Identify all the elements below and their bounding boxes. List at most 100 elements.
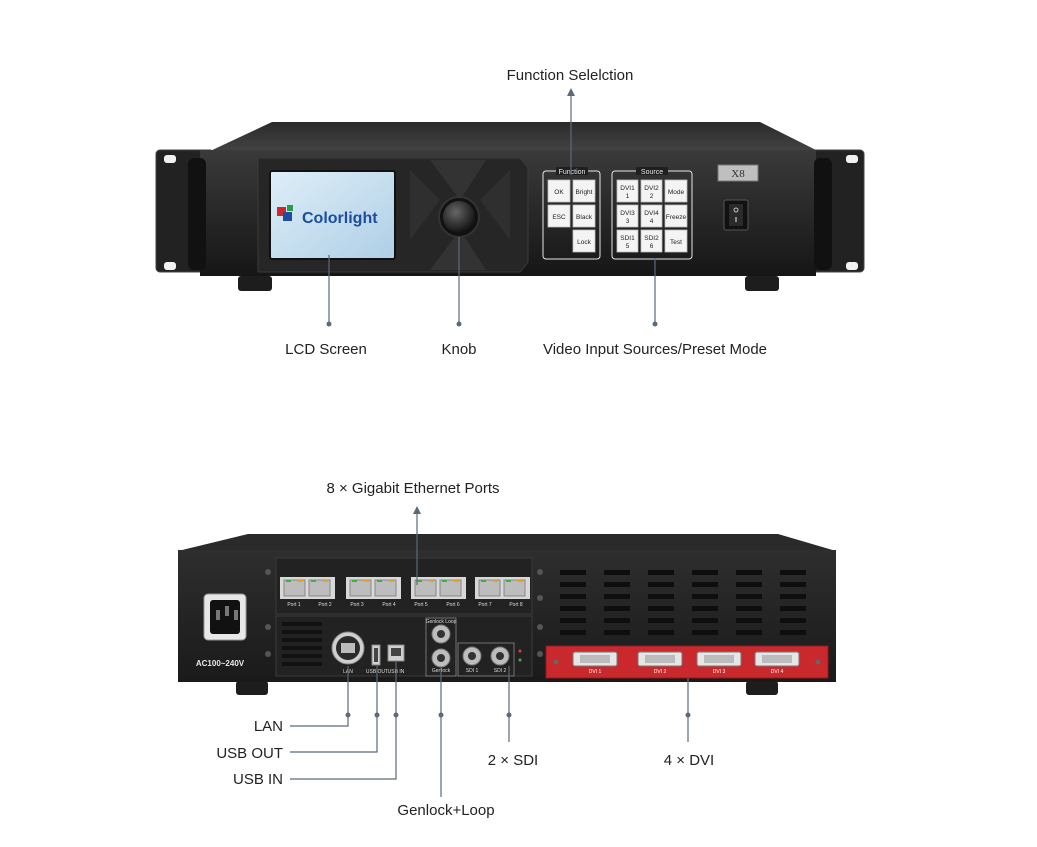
- callout-usb-out: USB OUT: [216, 745, 283, 762]
- callout-usb-in: USB IN: [233, 771, 283, 788]
- right-vent-grid: [560, 570, 806, 635]
- test-button[interactable]: [664, 229, 688, 253]
- arrow-up-icon: [567, 88, 575, 96]
- dvi1-number: 1: [626, 193, 630, 200]
- port-4-label: Port 4: [382, 602, 396, 608]
- left-vent-slots: [282, 622, 322, 666]
- model-badge: X8: [717, 164, 759, 182]
- ethernet-port-3[interactable]: [349, 579, 372, 597]
- black-button[interactable]: [572, 204, 596, 228]
- callout-lcd-screen: LCD Screen: [285, 341, 367, 358]
- lcd-screen: Colorlight: [269, 170, 396, 260]
- status-led-red: [518, 649, 522, 653]
- arrow-up-icon: [413, 506, 421, 514]
- freeze-button[interactable]: [664, 204, 688, 228]
- ok-button-label: OK: [554, 189, 564, 196]
- black-button-label: Black: [576, 214, 593, 221]
- dvi-1-label: DVI 1: [589, 669, 602, 675]
- source-group-label: Source: [641, 169, 663, 176]
- callout-video-input: Video Input Sources/Preset Mode: [543, 341, 767, 358]
- dvi1-label: DVI1: [620, 185, 635, 192]
- port-3-label: Port 3: [350, 602, 364, 608]
- callout-genlock: Genlock+Loop: [397, 802, 494, 819]
- lock-button[interactable]: [572, 229, 596, 253]
- lock-button-label: Lock: [577, 239, 591, 246]
- ethernet-port-5[interactable]: [414, 579, 437, 597]
- function-button-group: Function OK Bright ESC Black Lock: [542, 167, 601, 260]
- status-led-green: [518, 658, 522, 662]
- port-2-label: Port 2: [318, 602, 332, 608]
- dvi2-label: DVI2: [644, 185, 659, 192]
- mode-button[interactable]: [664, 179, 688, 203]
- sdi-1-label: SDI 1: [466, 668, 479, 674]
- sdi2-number: 6: [650, 243, 654, 250]
- callout-knob: Knob: [441, 341, 476, 358]
- sdi2-label: SDI2: [644, 235, 659, 242]
- test-label: Test: [670, 239, 682, 246]
- sdi-2-connector[interactable]: [490, 646, 510, 666]
- dvi3-button[interactable]: [616, 204, 639, 228]
- dvi-card: DVI 1 DVI 2 DVI 3 DVI 4: [545, 645, 829, 679]
- dvi4-button[interactable]: [640, 204, 663, 228]
- port-1-label: Port 1: [287, 602, 301, 608]
- genlock-loop-label: Genlock Loop: [426, 619, 457, 625]
- model-label: X8: [731, 168, 745, 180]
- ethernet-port-6[interactable]: [439, 579, 462, 597]
- ok-button[interactable]: [547, 179, 571, 203]
- sdi-2-label: SDI 2: [494, 668, 507, 674]
- colorlight-logo-icon: [277, 205, 293, 221]
- esc-button[interactable]: [547, 204, 571, 228]
- ethernet-port-2[interactable]: [308, 579, 331, 597]
- dvi-4-label: DVI 4: [771, 669, 784, 675]
- function-group-label: Function: [559, 169, 586, 176]
- ethernet-port-block: Port 1 Port 2 Port 3 Port 4 Port 5 Port …: [280, 577, 530, 608]
- callout-function-selection: Function Selelction: [507, 67, 634, 84]
- dvi4-number: 4: [650, 218, 654, 225]
- dvi3-number: 3: [626, 218, 630, 225]
- rotary-knob[interactable]: [438, 196, 480, 238]
- port-6-label: Port 6: [446, 602, 460, 608]
- mode-label: Mode: [668, 189, 685, 196]
- sdi1-label: SDI1: [620, 235, 635, 242]
- callout-lan: LAN: [254, 718, 283, 735]
- genlock-connector[interactable]: [431, 648, 451, 668]
- power-rating-label: AC100~240V: [196, 659, 245, 668]
- bright-button-label: Bright: [576, 189, 593, 196]
- callout-sdi: 2 × SDI: [488, 752, 538, 769]
- freeze-label: Freeze: [666, 214, 687, 221]
- dvi1-button[interactable]: [616, 179, 639, 203]
- sdi-1-connector[interactable]: [462, 646, 482, 666]
- sdi1-number: 5: [626, 243, 630, 250]
- port-8-label: Port 8: [509, 602, 523, 608]
- dvi-2-label: DVI 2: [654, 669, 667, 675]
- port-7-label: Port 7: [478, 602, 492, 608]
- dvi2-number: 2: [650, 193, 654, 200]
- bright-button[interactable]: [572, 179, 596, 203]
- sdi2-button[interactable]: [640, 229, 663, 253]
- sdi1-button[interactable]: [616, 229, 639, 253]
- genlock-loop-connector[interactable]: [431, 624, 451, 644]
- power-switch[interactable]: [723, 199, 749, 231]
- dvi3-label: DVI3: [620, 210, 635, 217]
- source-button-group: Source DVI1 1 DVI2 2 Mode DVI3 3 DVI4 4 …: [611, 167, 693, 260]
- ethernet-port-4[interactable]: [374, 579, 397, 597]
- ethernet-port-8[interactable]: [503, 579, 526, 597]
- power-off-icon: [733, 207, 739, 213]
- usb-out-port[interactable]: [371, 644, 381, 666]
- callout-ethernet: 8 × Gigabit Ethernet Ports: [326, 480, 499, 497]
- front-panel: [155, 122, 865, 291]
- leader-lines: [290, 88, 691, 797]
- lan-port[interactable]: [331, 631, 365, 665]
- port-5-label: Port 5: [414, 602, 428, 608]
- ethernet-port-7[interactable]: [478, 579, 501, 597]
- ac-power-inlet[interactable]: [203, 593, 247, 641]
- dvi2-button[interactable]: [640, 179, 663, 203]
- usb-in-port[interactable]: [387, 644, 405, 662]
- dvi4-label: DVI4: [644, 210, 659, 217]
- dvi-3-label: DVI 3: [713, 669, 726, 675]
- lcd-logo-text: Colorlight: [302, 210, 378, 227]
- ethernet-port-1[interactable]: [283, 579, 306, 597]
- esc-button-label: ESC: [552, 214, 566, 221]
- callout-dvi: 4 × DVI: [664, 752, 714, 769]
